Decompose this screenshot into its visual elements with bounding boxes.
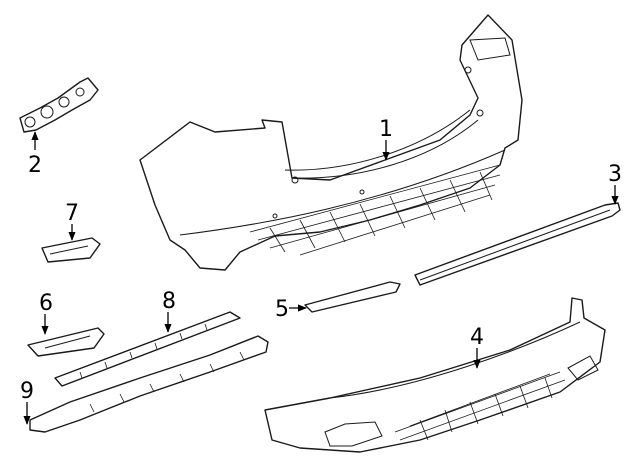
callout-5: 5 [275,297,289,322]
part-4-lower-fascia [264,297,606,453]
part-7-lamp [41,237,101,263]
callout-4: 4 [470,325,484,350]
callout-8: 8 [162,289,176,314]
part-3-molding-strip [414,202,621,286]
leader-lines [23,131,619,425]
part-9-lower-molding [29,335,269,433]
bumper-energy-absorber-grid [249,164,501,256]
callout-1: 1 [379,117,393,142]
callout-2: 2 [28,153,42,178]
part-2-bracket [19,77,99,133]
part-1-bumper-cover [139,14,523,271]
callout-labels: 1 2 3 4 5 6 7 8 9 [20,117,622,404]
callout-6: 6 [39,291,53,316]
part-8-molding [54,311,241,387]
callout-7: 7 [65,201,79,226]
callout-9: 9 [20,379,34,404]
part-5-small-trim [304,281,401,313]
part-6-reflector [27,327,105,357]
callout-3: 3 [608,162,622,187]
